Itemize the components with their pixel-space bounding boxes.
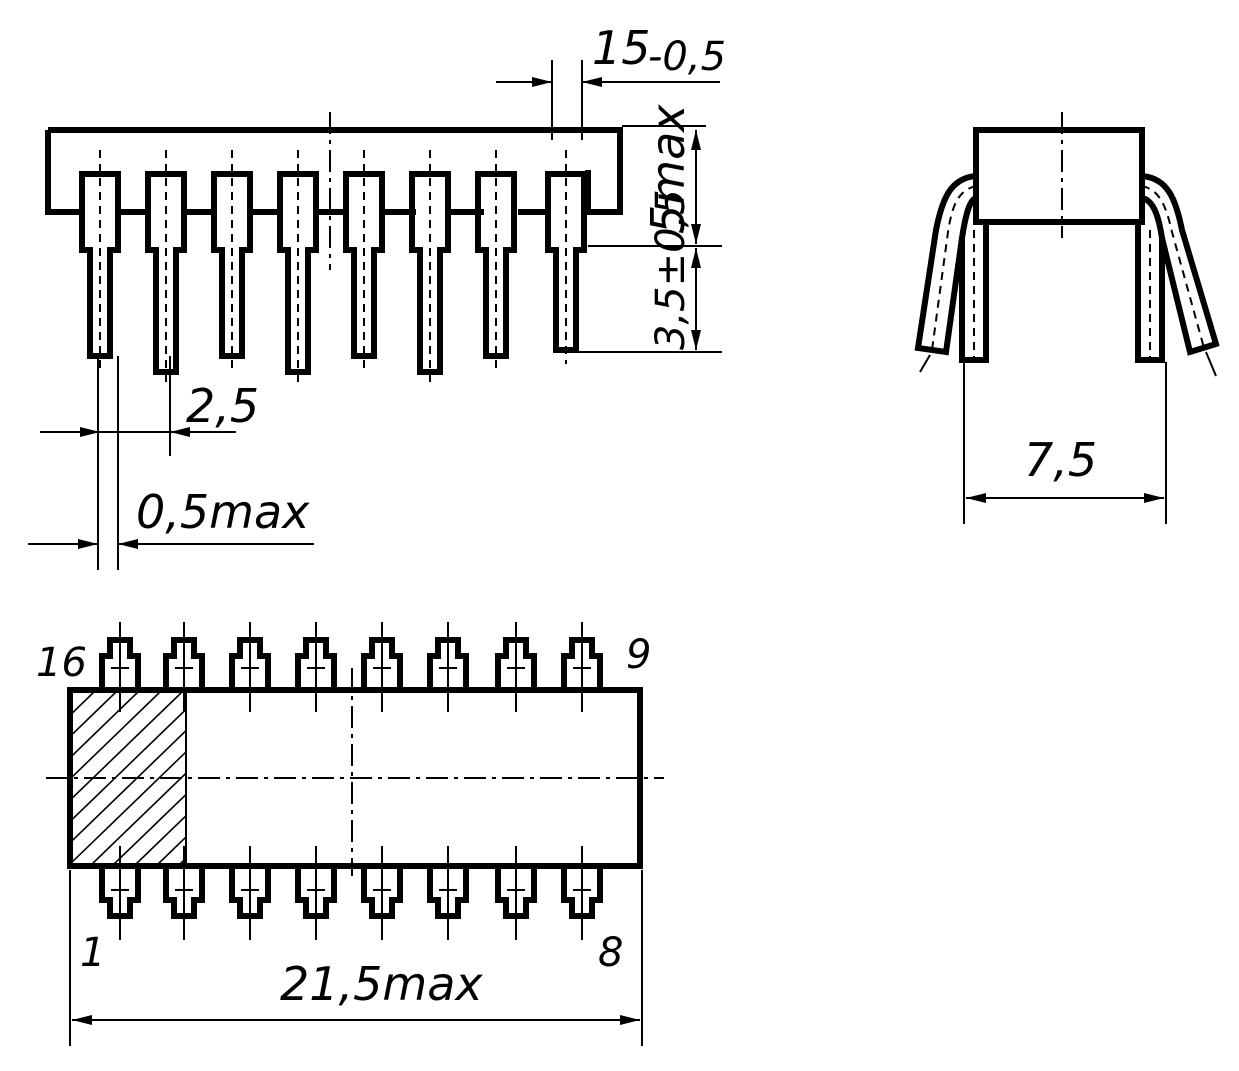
front-lead-outline xyxy=(545,171,587,353)
plan-pin-bottom xyxy=(295,846,337,940)
end-lead-left-hidden xyxy=(931,185,977,351)
front-lead-outline xyxy=(409,171,451,375)
dim-lead-length: 3,5±0,5 xyxy=(648,189,694,350)
end-lead-right xyxy=(1141,173,1220,356)
front-lead xyxy=(475,150,517,370)
plan-pin-top xyxy=(495,622,537,712)
dim-lead-width: 0,5max xyxy=(136,485,310,539)
pin-label-16: 16 xyxy=(36,640,87,686)
end-lead-right-hidden xyxy=(1141,185,1205,349)
plan-pin-bottom xyxy=(229,846,271,940)
plan-pin-top xyxy=(561,622,603,712)
plan-pin-top xyxy=(163,622,205,712)
hatch-line xyxy=(111,793,186,866)
front-lead xyxy=(277,150,319,386)
front-lead-outline xyxy=(343,171,385,359)
pin-label-8: 8 xyxy=(598,930,623,976)
front-lead-outline xyxy=(145,171,187,375)
front-body-outline xyxy=(45,127,623,215)
top-view: 16 9 1 8 21,5max xyxy=(0,622,664,1046)
front-lead xyxy=(545,150,587,364)
ext-line xyxy=(919,354,931,373)
end-body xyxy=(973,127,1145,225)
hatch-line xyxy=(70,692,139,759)
plan-pin-top xyxy=(361,622,403,712)
plan-pin-top xyxy=(427,622,469,712)
hatch-line xyxy=(70,750,186,866)
front-lead xyxy=(211,150,253,370)
front-lead-outline xyxy=(277,171,319,375)
end-view: 7,5 xyxy=(914,112,1220,524)
dim-body-length: 21,5max xyxy=(280,957,483,1011)
front-lead-outline xyxy=(475,171,517,359)
plan-pin-bottom xyxy=(561,846,603,940)
plan-pin-bottom xyxy=(495,846,537,940)
front-lead xyxy=(145,150,187,386)
end-lead-left xyxy=(914,173,978,356)
plan-pin-bottom xyxy=(361,846,403,940)
front-lead-outline xyxy=(211,171,253,359)
hatch-line xyxy=(0,692,50,866)
front-lead xyxy=(409,150,451,386)
plan-pin-top xyxy=(295,622,337,712)
plan-pin-bottom xyxy=(99,846,141,940)
plan-body xyxy=(67,687,643,869)
front-lead xyxy=(343,150,385,370)
dim-lead-thickness-tol: -0,5 xyxy=(648,34,726,80)
front-view: 15 -0,5 5max 3,5±0,5 2,5 0,5max xyxy=(28,21,726,570)
dim-body-height: 5max xyxy=(641,104,695,234)
front-leads xyxy=(79,150,587,386)
front-lead xyxy=(79,150,121,370)
dim-pitch: 2,5 xyxy=(186,379,259,433)
hatch-line xyxy=(70,692,161,781)
ext-line xyxy=(1205,351,1217,377)
dim-lead-thickness: 15 xyxy=(592,21,651,75)
hatch-line xyxy=(133,814,186,866)
pin-label-9: 9 xyxy=(626,632,651,678)
plan-pin-bottom xyxy=(427,846,469,940)
plan-pin-bottom xyxy=(163,846,205,940)
plan-pin-top xyxy=(99,622,141,712)
hatch-line xyxy=(70,692,117,738)
pin-label-1: 1 xyxy=(80,930,105,976)
plan-pin-top xyxy=(229,622,271,712)
plan-pins xyxy=(99,622,603,940)
front-lead-outline xyxy=(79,171,121,359)
dim-row-spacing: 7,5 xyxy=(1024,433,1097,487)
